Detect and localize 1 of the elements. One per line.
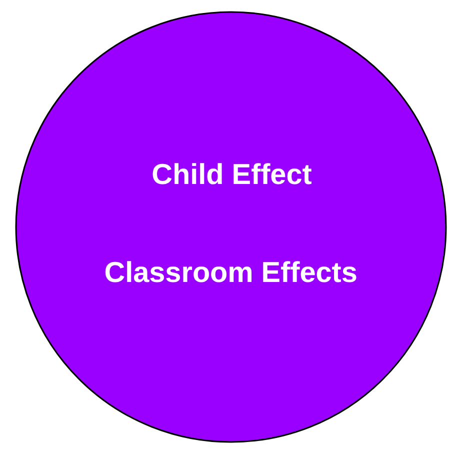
- node-circle: Child Effect Classroom Effects: [14, 11, 446, 443]
